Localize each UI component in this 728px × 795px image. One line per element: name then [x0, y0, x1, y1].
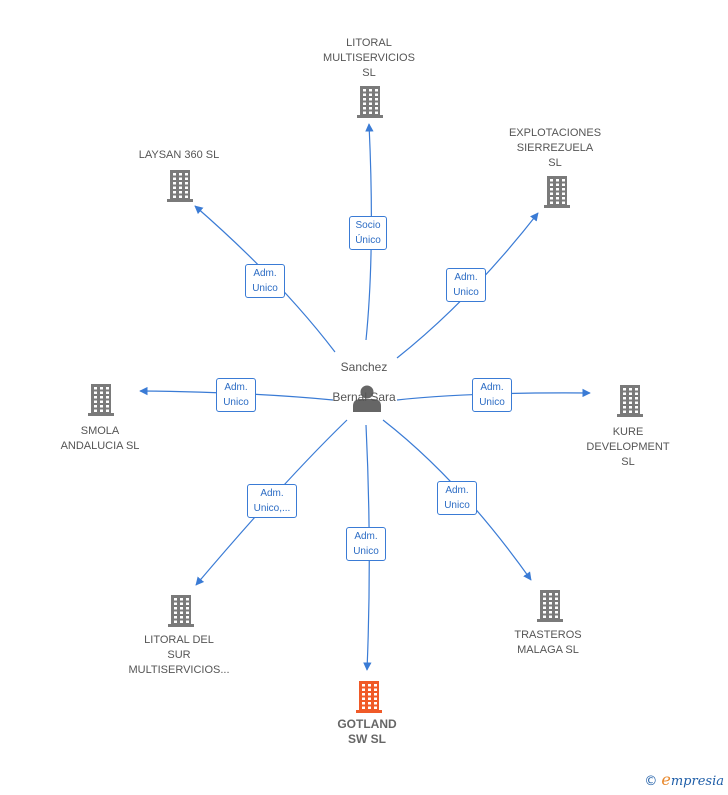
smola-andalucia-building-icon[interactable]	[88, 384, 114, 416]
edge-label-smola-andalucia[interactable]: Adm. Unico	[216, 378, 256, 412]
node-label-litoral-multiservicios[interactable]: LITORAL MULTISERVICIOS SL	[323, 37, 415, 79]
node-label-smola-andalucia[interactable]: SMOLA ANDALUCIA SL	[60, 425, 140, 452]
node-label-laysan-360[interactable]: LAYSAN 360 SL	[138, 149, 220, 161]
edge-label-litoral-del-sur[interactable]: Adm. Unico,...	[247, 484, 297, 518]
edge-label-litoral-multiservicios[interactable]: Socio Único	[349, 216, 387, 250]
brand-name: mpresia	[670, 774, 724, 789]
empresia-watermark[interactable]: ©empresia	[644, 770, 724, 789]
node-label-trasteros-malaga[interactable]: TRASTEROS MALAGA SL	[514, 629, 582, 656]
center-person-name[interactable]: Sanchez Bernal Sara	[304, 345, 424, 405]
explotaciones-sierrezuela-building-icon[interactable]	[544, 176, 570, 208]
node-label-gotland-sw[interactable]: GOTLAND SW SL	[337, 717, 397, 746]
edge-label-explotaciones-sierrezuela[interactable]: Adm. Unico	[446, 268, 486, 302]
laysan-360-building-icon[interactable]	[167, 170, 193, 202]
node-label-litoral-del-sur[interactable]: LITORAL DEL SUR MULTISERVICIOS...	[128, 634, 230, 676]
edge-label-gotland-sw[interactable]: Adm. Unico	[346, 527, 386, 561]
gotland-sw-building-icon[interactable]	[356, 681, 382, 713]
kure-development-building-icon[interactable]	[617, 385, 643, 417]
edge-label-kure-development[interactable]: Adm. Unico	[472, 378, 512, 412]
litoral-del-sur-building-icon[interactable]	[168, 595, 194, 627]
brand-initial: e	[661, 770, 671, 789]
litoral-multiservicios-building-icon[interactable]	[357, 86, 383, 118]
copyright-icon: ©	[644, 774, 658, 789]
node-label-kure-development[interactable]: KURE DEVELOPMENT SL	[586, 426, 670, 468]
center-person-name-line2: Bernal Sara	[332, 390, 396, 404]
edge-label-laysan-360[interactable]: Adm. Unico	[245, 264, 285, 298]
edge-label-trasteros-malaga[interactable]: Adm. Unico	[437, 481, 477, 515]
node-label-explotaciones-sierrezuela[interactable]: EXPLOTACIONES SIERREZUELA SL	[508, 127, 602, 169]
person-icon[interactable]	[353, 385, 381, 413]
trasteros-malaga-building-icon[interactable]	[537, 590, 563, 622]
center-person-name-line1: Sanchez	[340, 360, 388, 374]
